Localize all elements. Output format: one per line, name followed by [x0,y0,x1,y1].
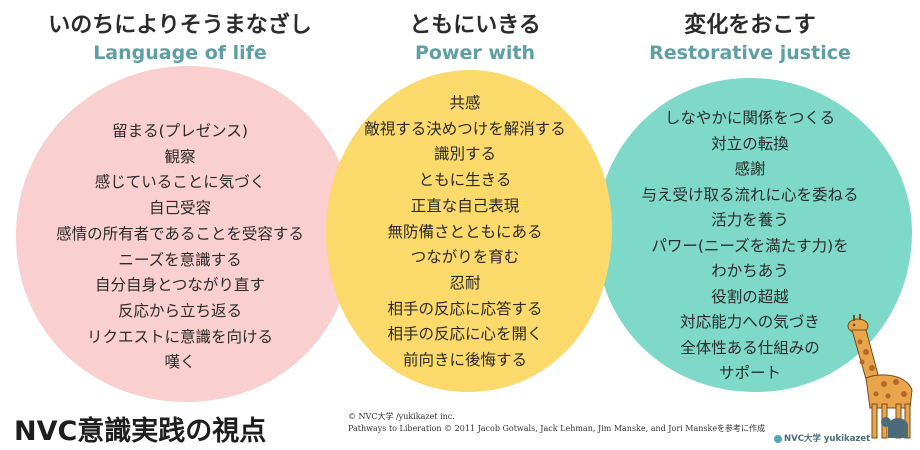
brand-logo: NVC大学 yukikazet [774,432,870,444]
list-item: ニーズを意識する [118,250,242,269]
source-text: Pathways to Liberation © 2011 Jacob Gotw… [348,424,766,433]
list-item: しなやかに関係をつくる [664,109,836,127]
list-item: 反応から立ち返る [117,301,242,320]
list-item: 自己受容 [148,199,211,218]
credits: © NVC大学 /yukikazet inc. Pathways to Libe… [348,411,765,435]
language-of-life-list: 留まる(プレゼンス) 観察 感じていることに気づく 自己受容 感情の所有者である… [20,119,340,376]
list-item: 感情の所有者であることを受容する [56,224,304,243]
list-item: 留まる(プレゼンス) [112,122,248,140]
list-item: 無防備さとともにある [387,222,543,241]
restorative-justice-list: しなやかに関係をつくる 対立の転換 感謝 与え受け取る流れに心を委ねる 活力を養… [600,106,900,387]
list-item: サポート [718,364,781,382]
page-title: NVC意識実践の視点 [14,416,267,447]
list-item: 前向きに後悔する [402,351,527,370]
list-item: ともに生きる [418,171,512,190]
column-3-title-jp: 変化をおこす [684,13,816,38]
list-item: 嘆く [164,353,196,372]
list-item: 感謝 [734,160,766,178]
list-item: 敵視する決めつけを解消する [364,119,566,138]
list-item: 正直な自己表現 [410,196,520,215]
list-item: 共感 [449,94,481,112]
list-item: 相手の反応に心を開く [387,325,543,344]
pink-blob [15,65,355,403]
list-item: 観察 [164,147,196,166]
column-2-title-en: Power with [414,42,536,64]
power-with-list: 共感 敵視する決めつけを解消する 識別する ともに生きる 正直な自己表現 無防備… [330,91,600,374]
teal-blob [596,78,912,393]
column-1-title-en: Language of life [93,42,267,64]
yellow-blob [326,70,613,392]
list-item: 自分自身とつながり直す [95,276,265,295]
brand-text: NVC大学 yukikazet [784,434,871,444]
list-item: つながりを育む [410,248,520,267]
list-item: わかちあう [711,262,789,280]
list-item: 対応能力への気づき [680,313,820,331]
copyright-text: © NVC大学 /yukikazet inc. [348,412,455,421]
list-item: 対立の転換 [711,134,789,153]
logo-dot-icon [774,434,782,443]
column-2-title-jp: ともにいきる [409,13,541,38]
column-3-header: 変化をおこす Restorative justice [620,12,880,66]
list-item: 識別する [433,145,496,164]
column-1-header: いのちによりそうまなざし Language of life [15,12,345,66]
list-item: リクエストに意識を向ける [86,327,273,346]
column-3-title-en: Restorative justice [649,42,851,64]
list-item: パワー(ニーズを満たす力)を [651,236,849,255]
list-item: 役割の超越 [711,287,789,306]
list-item: 感じていることに気づく [94,173,266,192]
list-item: 忍耐 [449,273,481,292]
list-item: 相手の反応に応答する [387,299,543,318]
column-2-header: ともにいきる Power with [365,12,585,66]
column-1-title-jp: いのちによりそうまなざし [48,13,312,38]
list-item: 活力を養う [711,211,789,229]
list-item: 与え受け取る流れに心を委ねる [641,185,859,204]
list-item: 全体性ある仕組みの [680,338,820,357]
giraffe-icon [847,314,913,439]
